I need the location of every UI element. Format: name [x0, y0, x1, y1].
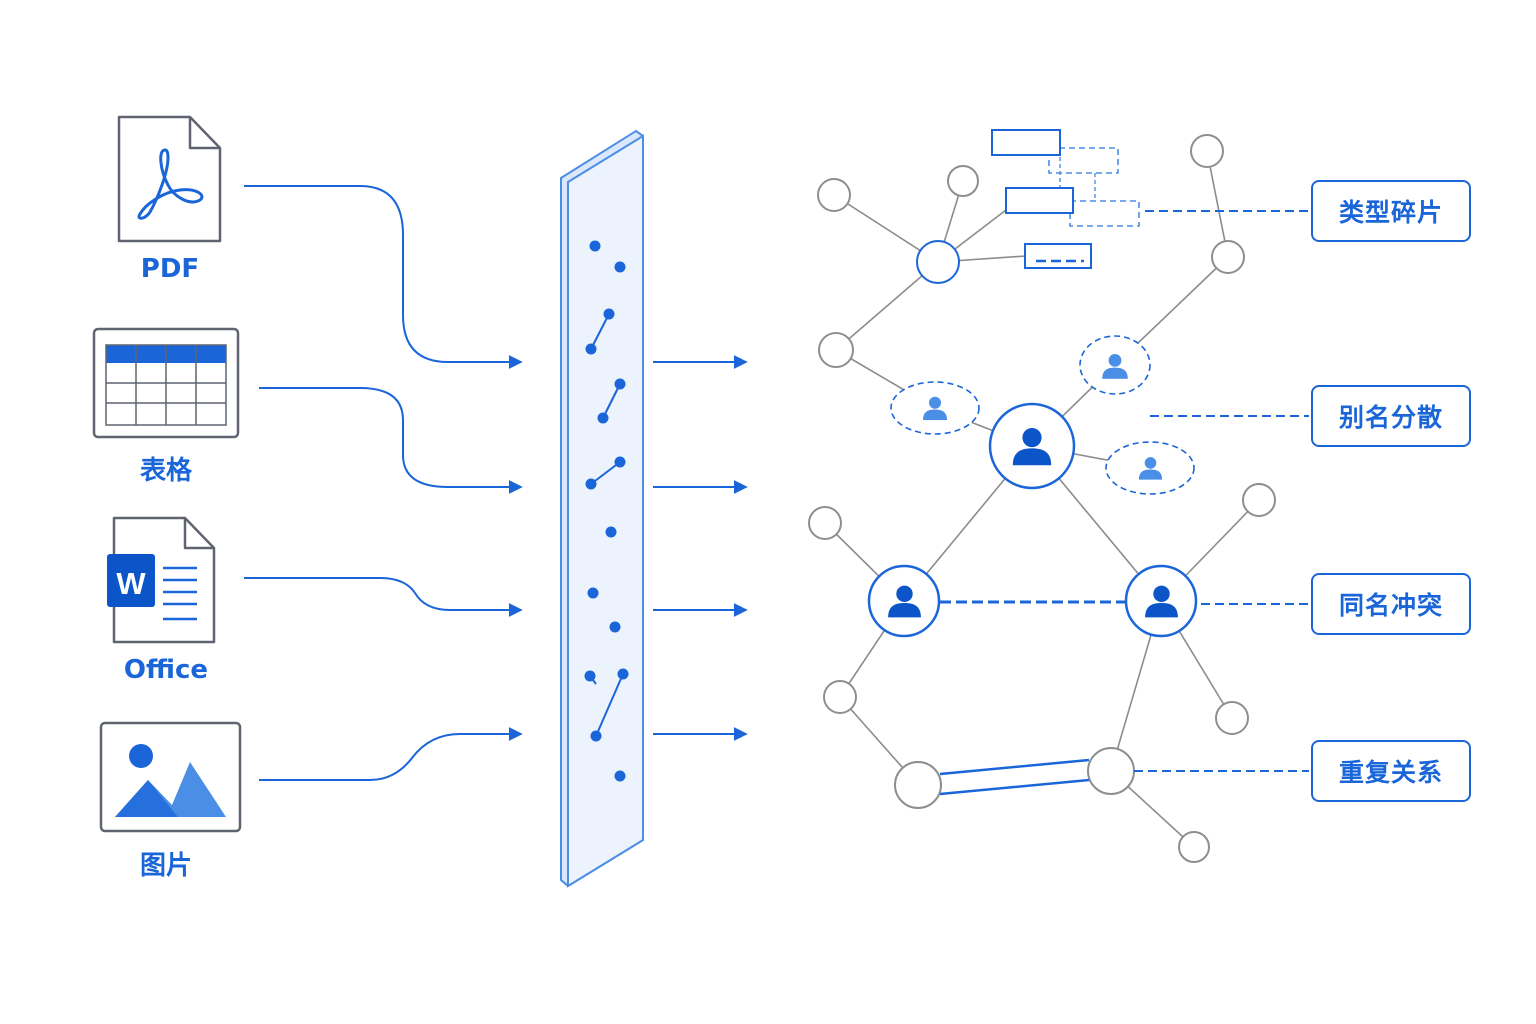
issue-tag-type-fragment: 类型碎片: [1311, 180, 1471, 242]
issue-leaders: [1134, 210, 1309, 772]
fragment-dot: [617, 668, 629, 680]
source-label-pdf: PDF: [140, 254, 200, 284]
processing-panel: [560, 129, 644, 888]
type-box: [1069, 200, 1140, 227]
spreadsheet-icon: [92, 327, 240, 439]
issue-tag-alias-scatter: 别名分散: [1311, 385, 1471, 447]
fragment-link: [590, 461, 621, 485]
fragment-dot: [605, 526, 617, 538]
office-connector: [244, 577, 523, 617]
fragment-dot: [614, 261, 626, 273]
fragment-link: [602, 383, 621, 419]
image-icon: [99, 721, 242, 833]
duplicate-relation: [939, 758, 1090, 796]
fragment-dot: [603, 308, 615, 320]
panel-fragments: [584, 240, 629, 782]
entity-nodes: [867, 402, 1198, 638]
graph-node: [1087, 747, 1135, 795]
word-badge-letter: W: [116, 566, 146, 601]
graph-node: [1211, 240, 1245, 274]
graph-node: [894, 761, 942, 809]
fragment-dot: [597, 412, 609, 424]
graph-node: [947, 165, 979, 197]
graph-node: [1178, 831, 1210, 863]
fragment-dot: [614, 456, 626, 468]
image-connector: [259, 727, 523, 781]
fragment-link: [595, 673, 624, 737]
graph-node: [823, 680, 857, 714]
type-fragment-boxes: [991, 129, 1140, 269]
graph-node: [818, 332, 854, 368]
fragment-dot: [587, 587, 599, 599]
word-document-icon: W: [107, 516, 216, 644]
source-label-office: Office: [123, 655, 209, 685]
type-box: [1005, 187, 1074, 214]
fragment-link: [590, 313, 610, 350]
fragment-dot: [584, 670, 596, 682]
graph-node: [808, 506, 842, 540]
issue-tag-duplicate-relation: 重复关系: [1311, 740, 1471, 802]
type-box: [991, 129, 1061, 156]
fragment-dot: [609, 621, 621, 633]
type-box: [1024, 243, 1092, 269]
source-label-table: 表格: [139, 456, 192, 486]
graph-node: [1242, 483, 1276, 517]
alias-nodes: [890, 335, 1195, 495]
fragment-dot: [590, 730, 602, 742]
source-label-image: 图片: [139, 851, 192, 881]
pdf-connector: [244, 185, 523, 369]
fragment-dot: [585, 478, 597, 490]
output-arrows: [653, 355, 748, 741]
fragment-dot: [614, 378, 626, 390]
table-connector: [259, 387, 523, 494]
fragment-dot: [589, 240, 601, 252]
fragment-dot: [614, 770, 626, 782]
graph-nodes: [808, 134, 1276, 863]
type-hub-node: [916, 240, 960, 284]
pdf-file-icon: [117, 115, 222, 243]
graph-node: [1215, 701, 1249, 735]
issue-tag-name-conflict: 同名冲突: [1311, 573, 1471, 635]
fragment-dot: [585, 343, 597, 355]
input-connectors: [244, 185, 523, 781]
graph-node: [1190, 134, 1224, 168]
graph-node: [817, 178, 851, 212]
